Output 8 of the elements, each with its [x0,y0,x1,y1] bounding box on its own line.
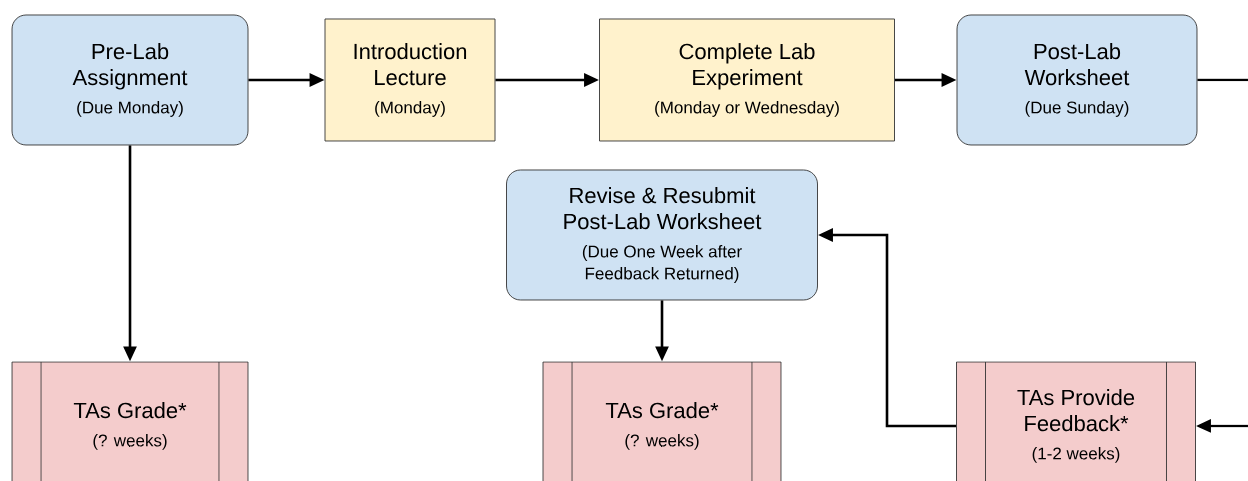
predefined-process-box: TAs Grade* (? weeks) [11,361,249,481]
rounded-box: Revise & Resubmit Post-Lab Worksheet (Due One Week after Feedback Returned) [506,169,818,301]
process-box: Introduction Lecture (Monday) [324,18,496,142]
rounded-box: Pre-Lab Assignment (Due Monday) [11,14,249,146]
predefined-process-box: TAs Provide Feedback* (1-2 weeks) [956,361,1196,481]
process-box: Complete Lab Experiment (Monday or Wednesday) [599,18,895,142]
rounded-box: Post-Lab Worksheet (Due Sunday) [956,14,1198,146]
predefined-process-box: TAs Grade* (? weeks) [542,361,782,481]
